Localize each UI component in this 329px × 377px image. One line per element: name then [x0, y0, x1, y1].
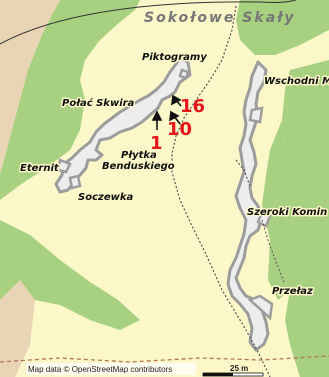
label-polac-skwira: Połać Skwira	[62, 97, 135, 109]
rock-outcrop-right-detail	[247, 106, 274, 321]
map-title: Sokołowe Skały	[144, 10, 296, 26]
route-number-1: 1	[150, 133, 163, 154]
map-border	[0, 0, 297, 45]
label-wschodni: Wschodni M	[264, 76, 329, 87]
label-soczewka: Soczewka	[78, 192, 133, 203]
label-eternit: Eternit	[20, 163, 60, 174]
route-number-10: 10	[167, 119, 192, 140]
route-arrows	[151, 94, 182, 130]
scale-label: 25 m	[230, 364, 248, 373]
footpath-main	[171, 5, 271, 377]
label-przelaz: Przełaz	[272, 286, 313, 297]
route-number-16: 16	[180, 96, 205, 117]
forest-area-right-inner	[262, 120, 300, 300]
forest-area-right-top	[236, 0, 329, 55]
forest-area-left	[0, 0, 140, 200]
rock-outcrop-left-detail	[56, 68, 190, 190]
label-benduskiego: Benduskiego	[102, 161, 175, 172]
rock-outcrop-right	[226, 60, 270, 352]
footpath-right	[261, 219, 285, 283]
farmland-area-lower	[0, 280, 35, 377]
label-piktogramy: Piktogramy	[142, 52, 207, 63]
label-plytka: Płytka	[121, 150, 157, 161]
scale-bar	[202, 372, 264, 377]
track-bottom	[0, 355, 329, 363]
farmland-area	[0, 0, 60, 175]
attribution-text: Map data © OpenStreetMap contributors	[28, 365, 172, 374]
attribution-background	[26, 363, 196, 375]
forest-area-bottom-left	[0, 220, 140, 330]
label-szeroki-komin: Szeroki Komin	[247, 207, 327, 218]
footpath-branch	[235, 159, 251, 187]
forest-area-right	[280, 60, 329, 377]
